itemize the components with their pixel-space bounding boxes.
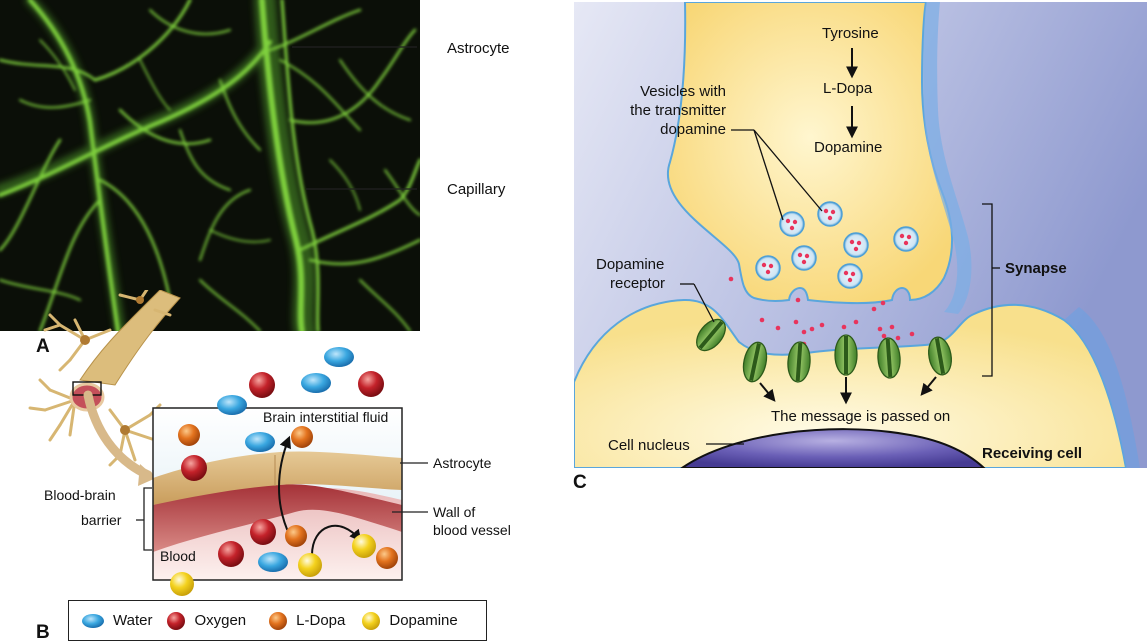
legend-label-l-dopa: L-Dopa bbox=[296, 612, 346, 629]
dopamine-molecule bbox=[170, 572, 194, 596]
l-dopa-transport-arrow bbox=[278, 435, 291, 537]
dopamine-molecule bbox=[298, 553, 322, 577]
legend-item-water: Water bbox=[81, 612, 152, 629]
panel-letter-c: C bbox=[573, 472, 587, 493]
astrocyte-endfoot bbox=[153, 451, 402, 505]
molecule-legend: Water Oxygen L-Dopa Dopamine bbox=[68, 600, 487, 641]
magnified-box bbox=[152, 407, 403, 581]
label-cell-nucleus: Cell nucleus bbox=[608, 437, 690, 454]
legend-label-dopamine: Dopamine bbox=[389, 612, 458, 629]
dopamine-conversion-arrow bbox=[311, 524, 362, 556]
panel-letter-b: B bbox=[36, 622, 50, 643]
l-dopa-molecule bbox=[285, 525, 307, 547]
released-dopamine bbox=[728, 276, 915, 347]
label-bbb-line1: Blood-brain bbox=[44, 487, 116, 503]
dopamine-receptor bbox=[742, 341, 768, 383]
legend-label-oxygen: Oxygen bbox=[194, 612, 247, 629]
blood-vessel-wall bbox=[153, 484, 402, 552]
label-vesicles-line3: dopamine bbox=[660, 121, 726, 138]
vesicle bbox=[893, 226, 919, 252]
vesicle bbox=[791, 245, 817, 271]
pathway-dopamine: Dopamine bbox=[814, 139, 883, 156]
l-dopa-molecule bbox=[291, 426, 313, 448]
legend-item-dopamine: Dopamine bbox=[361, 611, 458, 631]
label-receptor-line1: Dopamine bbox=[596, 256, 665, 273]
vesicle bbox=[817, 201, 843, 227]
label-bbb-line2: barrier bbox=[81, 512, 122, 528]
leader-lines-c bbox=[680, 129, 1000, 445]
water-swatch-icon bbox=[82, 613, 104, 628]
vesicle bbox=[837, 263, 863, 289]
label-astrocyte-b: Astrocyte bbox=[433, 455, 492, 471]
pathway-tyrosine: Tyrosine bbox=[822, 25, 879, 42]
molecules bbox=[170, 347, 398, 596]
dopamine-swatch-icon bbox=[362, 611, 381, 630]
signal-arrows bbox=[759, 376, 937, 405]
astrocyte-cell-drawing bbox=[28, 290, 181, 467]
label-message-passed: The message is passed on bbox=[771, 408, 951, 425]
oxygen-molecule bbox=[218, 541, 244, 567]
water-molecule bbox=[258, 552, 288, 572]
label-leader-lines-a bbox=[292, 46, 417, 190]
cell-nucleus bbox=[680, 428, 986, 468]
vesicle bbox=[843, 232, 869, 258]
zoom-arrow bbox=[83, 390, 153, 480]
legend-item-oxygen: Oxygen bbox=[166, 611, 246, 631]
water-molecule bbox=[245, 432, 275, 452]
oxygen-molecule bbox=[181, 455, 207, 481]
astrocyte-micrograph bbox=[0, 0, 420, 331]
vesicles bbox=[755, 201, 919, 289]
legend-label-water: Water bbox=[113, 612, 153, 629]
water-molecule bbox=[217, 395, 247, 415]
bbb-bracket bbox=[143, 487, 152, 551]
blood-brain-barrier-illustration bbox=[28, 290, 428, 596]
water-molecule bbox=[301, 373, 331, 393]
l-dopa-swatch-icon bbox=[269, 611, 288, 630]
legend-item-l-dopa: L-Dopa bbox=[268, 611, 345, 631]
oxygen-molecule bbox=[358, 371, 384, 397]
label-receptor-line2: receptor bbox=[610, 275, 666, 292]
label-astrocyte-a: Astrocyte bbox=[447, 40, 510, 57]
label-receiving-cell: Receiving cell bbox=[982, 445, 1083, 462]
label-wall-line1: Wall of bbox=[433, 504, 476, 520]
label-blood: Blood bbox=[160, 548, 196, 564]
vesicle bbox=[779, 211, 805, 237]
synapse-illustration bbox=[574, 2, 1147, 468]
label-synapse: Synapse bbox=[1005, 260, 1067, 277]
dopamine-receptor bbox=[928, 336, 952, 376]
label-vesicles-line2: the transmitter bbox=[630, 102, 726, 119]
oxygen-swatch-icon bbox=[167, 611, 186, 630]
dopamine-receptor bbox=[877, 337, 901, 379]
label-vesicles-line1: Vesicles with bbox=[640, 83, 726, 100]
l-dopa-molecule bbox=[178, 424, 200, 446]
oxygen-molecule bbox=[250, 519, 276, 545]
oxygen-molecule bbox=[249, 372, 275, 398]
panel-letter-a: A bbox=[36, 336, 50, 357]
dopamine-receptors bbox=[696, 318, 952, 383]
dopamine-receptor bbox=[696, 318, 726, 352]
l-dopa-molecule bbox=[376, 547, 398, 569]
label-interstitial-fluid: Brain interstitial fluid bbox=[263, 409, 389, 425]
water-molecule bbox=[324, 347, 354, 367]
vesicle bbox=[755, 255, 781, 281]
dopamine-receptor bbox=[834, 334, 858, 376]
pathway-l-dopa: L-Dopa bbox=[823, 80, 873, 97]
dopamine-receptor bbox=[787, 341, 811, 383]
dopamine-molecule bbox=[352, 534, 376, 558]
label-wall-line2: blood vessel bbox=[433, 522, 511, 538]
label-capillary-a: Capillary bbox=[447, 181, 506, 198]
synapse-bracket bbox=[982, 203, 993, 377]
